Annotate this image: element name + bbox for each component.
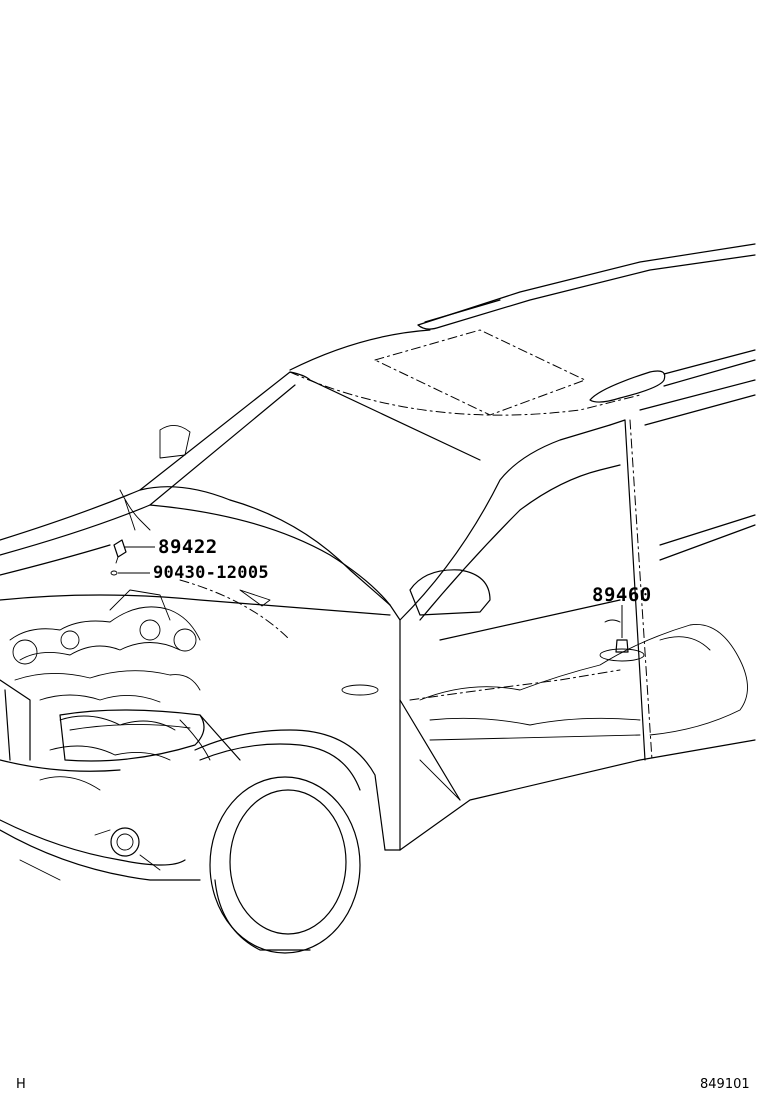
side-marker — [341, 684, 379, 696]
leader-lines — [118, 546, 623, 638]
front-fascia — [0, 679, 241, 881]
underbody — [419, 623, 748, 736]
side-mirror — [409, 569, 491, 616]
sensor-89460 — [615, 639, 629, 653]
footer-figure-number: 849101 — [700, 1077, 750, 1092]
front-wheel — [194, 684, 386, 954]
hood — [0, 504, 391, 641]
callout-90430-12005: 90430-12005 — [153, 563, 269, 583]
headlamp — [59, 709, 205, 762]
roof-rail — [417, 243, 756, 403]
mirror-inside — [159, 425, 191, 459]
body-side — [384, 379, 756, 851]
callout-89460: 89460 — [592, 584, 652, 606]
sensor-mount — [599, 648, 645, 662]
sunroof — [373, 329, 587, 416]
footer-left-code: H — [16, 1077, 26, 1092]
fog-lamp — [110, 827, 140, 857]
engine-bay — [9, 589, 211, 791]
callout-89422: 89422 — [158, 536, 218, 558]
gasket-90430 — [110, 570, 118, 576]
sensor-89422 — [113, 539, 127, 564]
roof — [0, 329, 641, 556]
